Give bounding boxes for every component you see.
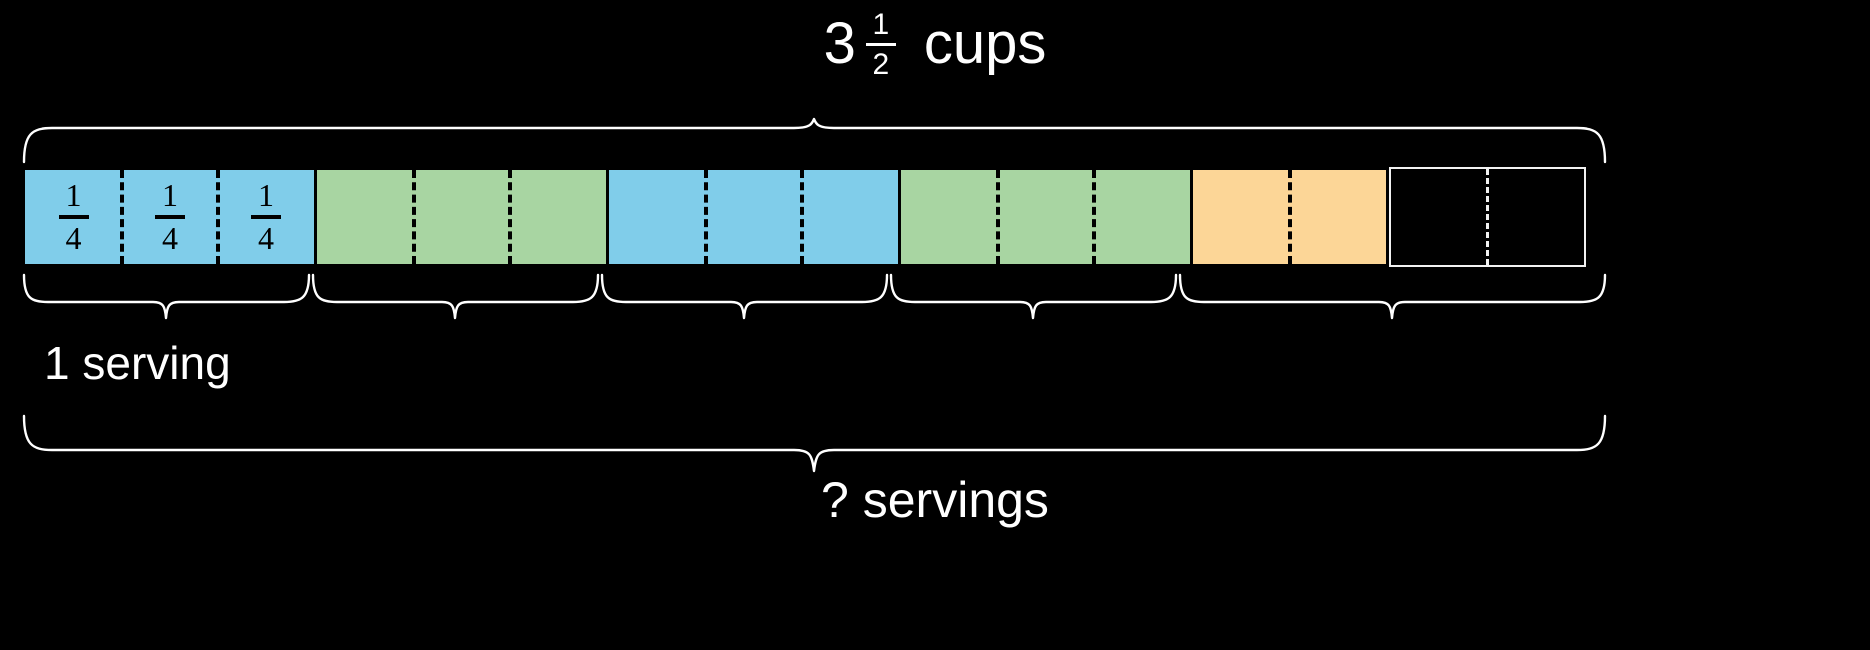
cell-denominator: 4: [65, 220, 82, 256]
quarter-cell[interactable]: [508, 170, 606, 264]
brace-total-cups: [22, 117, 1607, 164]
cell-numerator: 1: [162, 177, 178, 214]
serving-group-2[interactable]: [317, 167, 609, 267]
whole-number: 3: [823, 10, 856, 76]
cell-fraction: 1 4: [251, 179, 281, 254]
quarter-cell[interactable]: [1092, 170, 1190, 264]
quarter-cell[interactable]: [412, 170, 510, 264]
quarter-cell[interactable]: [317, 170, 414, 264]
fraction-numerator: 1: [872, 8, 890, 41]
mixed-number: 3 1 2 cups: [823, 8, 1047, 82]
cell-numerator: 1: [258, 177, 274, 214]
fraction-bar: [865, 43, 896, 47]
cell-denominator: 4: [258, 220, 274, 256]
quarter-cell[interactable]: [800, 170, 898, 264]
brace-serving-5: [1178, 273, 1607, 320]
fraction-one-half: 1 2: [865, 8, 896, 82]
quarter-cell[interactable]: [996, 170, 1094, 264]
cell-numerator: 1: [65, 177, 82, 214]
label-one-serving: 1 serving: [44, 337, 231, 389]
quarter-cell[interactable]: [1288, 170, 1386, 264]
fraction-bar-model: 1 4 1 4 1 4: [22, 167, 1847, 267]
cell-denominator: 4: [162, 220, 178, 256]
quarter-cell[interactable]: 1 4: [25, 170, 122, 264]
cell-fraction: 1 4: [58, 177, 89, 256]
quarter-cell-empty[interactable]: [1486, 169, 1584, 265]
top-quantity-label: 3 1 2 cups: [0, 8, 1870, 82]
brace-serving-4: [889, 273, 1178, 320]
serving-group-1[interactable]: 1 4 1 4 1 4: [22, 167, 317, 267]
quarter-cell[interactable]: [609, 170, 706, 264]
cell-fraction-bar: [251, 215, 281, 219]
serving-group-5-partial[interactable]: [1193, 167, 1389, 267]
serving-group-3[interactable]: [609, 167, 901, 267]
brace-total-servings: [22, 414, 1607, 473]
brace-serving-1: [22, 273, 311, 320]
unused-group[interactable]: [1389, 167, 1586, 267]
quarter-cell[interactable]: [704, 170, 802, 264]
cell-fraction-bar: [58, 215, 89, 219]
unit-label: cups: [923, 10, 1047, 76]
brace-serving-3: [600, 273, 889, 320]
label-question-servings: ? servings: [821, 472, 1049, 528]
quarter-cell[interactable]: 1 4: [216, 170, 314, 264]
serving-group-4[interactable]: [901, 167, 1193, 267]
fraction-denominator: 2: [872, 48, 890, 82]
quarter-cell-empty[interactable]: [1391, 169, 1488, 265]
quarter-cell[interactable]: 1 4: [120, 170, 218, 264]
brace-serving-2: [311, 273, 600, 320]
cell-fraction-bar: [155, 215, 185, 219]
quarter-cell[interactable]: [1193, 170, 1290, 264]
quarter-cell[interactable]: [901, 170, 998, 264]
cell-fraction: 1 4: [155, 179, 185, 254]
